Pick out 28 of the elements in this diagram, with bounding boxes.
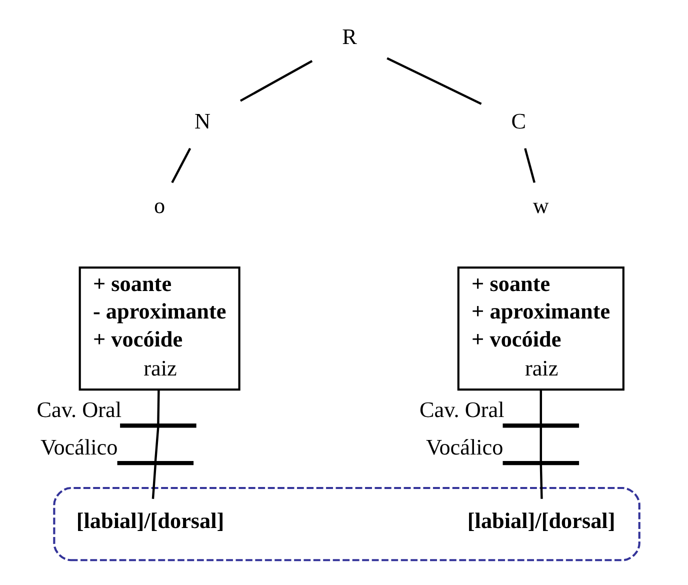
connector	[240, 60, 313, 102]
node-label: Vocálico	[40, 434, 118, 460]
node-bar	[120, 424, 196, 428]
node-label: Cav. Oral	[36, 397, 122, 422]
connector	[154, 427, 160, 462]
node-bar	[502, 460, 580, 466]
connector	[171, 148, 192, 184]
connector	[157, 390, 160, 424]
node-text: w	[532, 193, 549, 218]
node-label: Vocálico	[426, 434, 504, 460]
connector	[540, 390, 542, 424]
connector	[152, 464, 156, 499]
node-box: + soante + aproximante + vocóide raiz	[457, 266, 624, 391]
node-text: [labial]/[dorsal]	[467, 508, 616, 533]
node-text: C	[511, 108, 526, 134]
node-box: + soante - aproximante + vocóide raiz	[78, 266, 240, 391]
cluster	[53, 486, 640, 562]
connector	[524, 148, 536, 183]
node-bar	[502, 424, 580, 428]
node-label: Cav. Oral	[419, 397, 504, 422]
node-bar	[117, 460, 194, 466]
connector	[540, 427, 542, 462]
node-text: R	[342, 24, 357, 50]
node-text: o	[154, 193, 166, 218]
connector	[386, 57, 482, 105]
node-text: N	[194, 108, 211, 134]
node-text: [labial]/[dorsal]	[76, 508, 224, 533]
connector	[540, 464, 543, 499]
